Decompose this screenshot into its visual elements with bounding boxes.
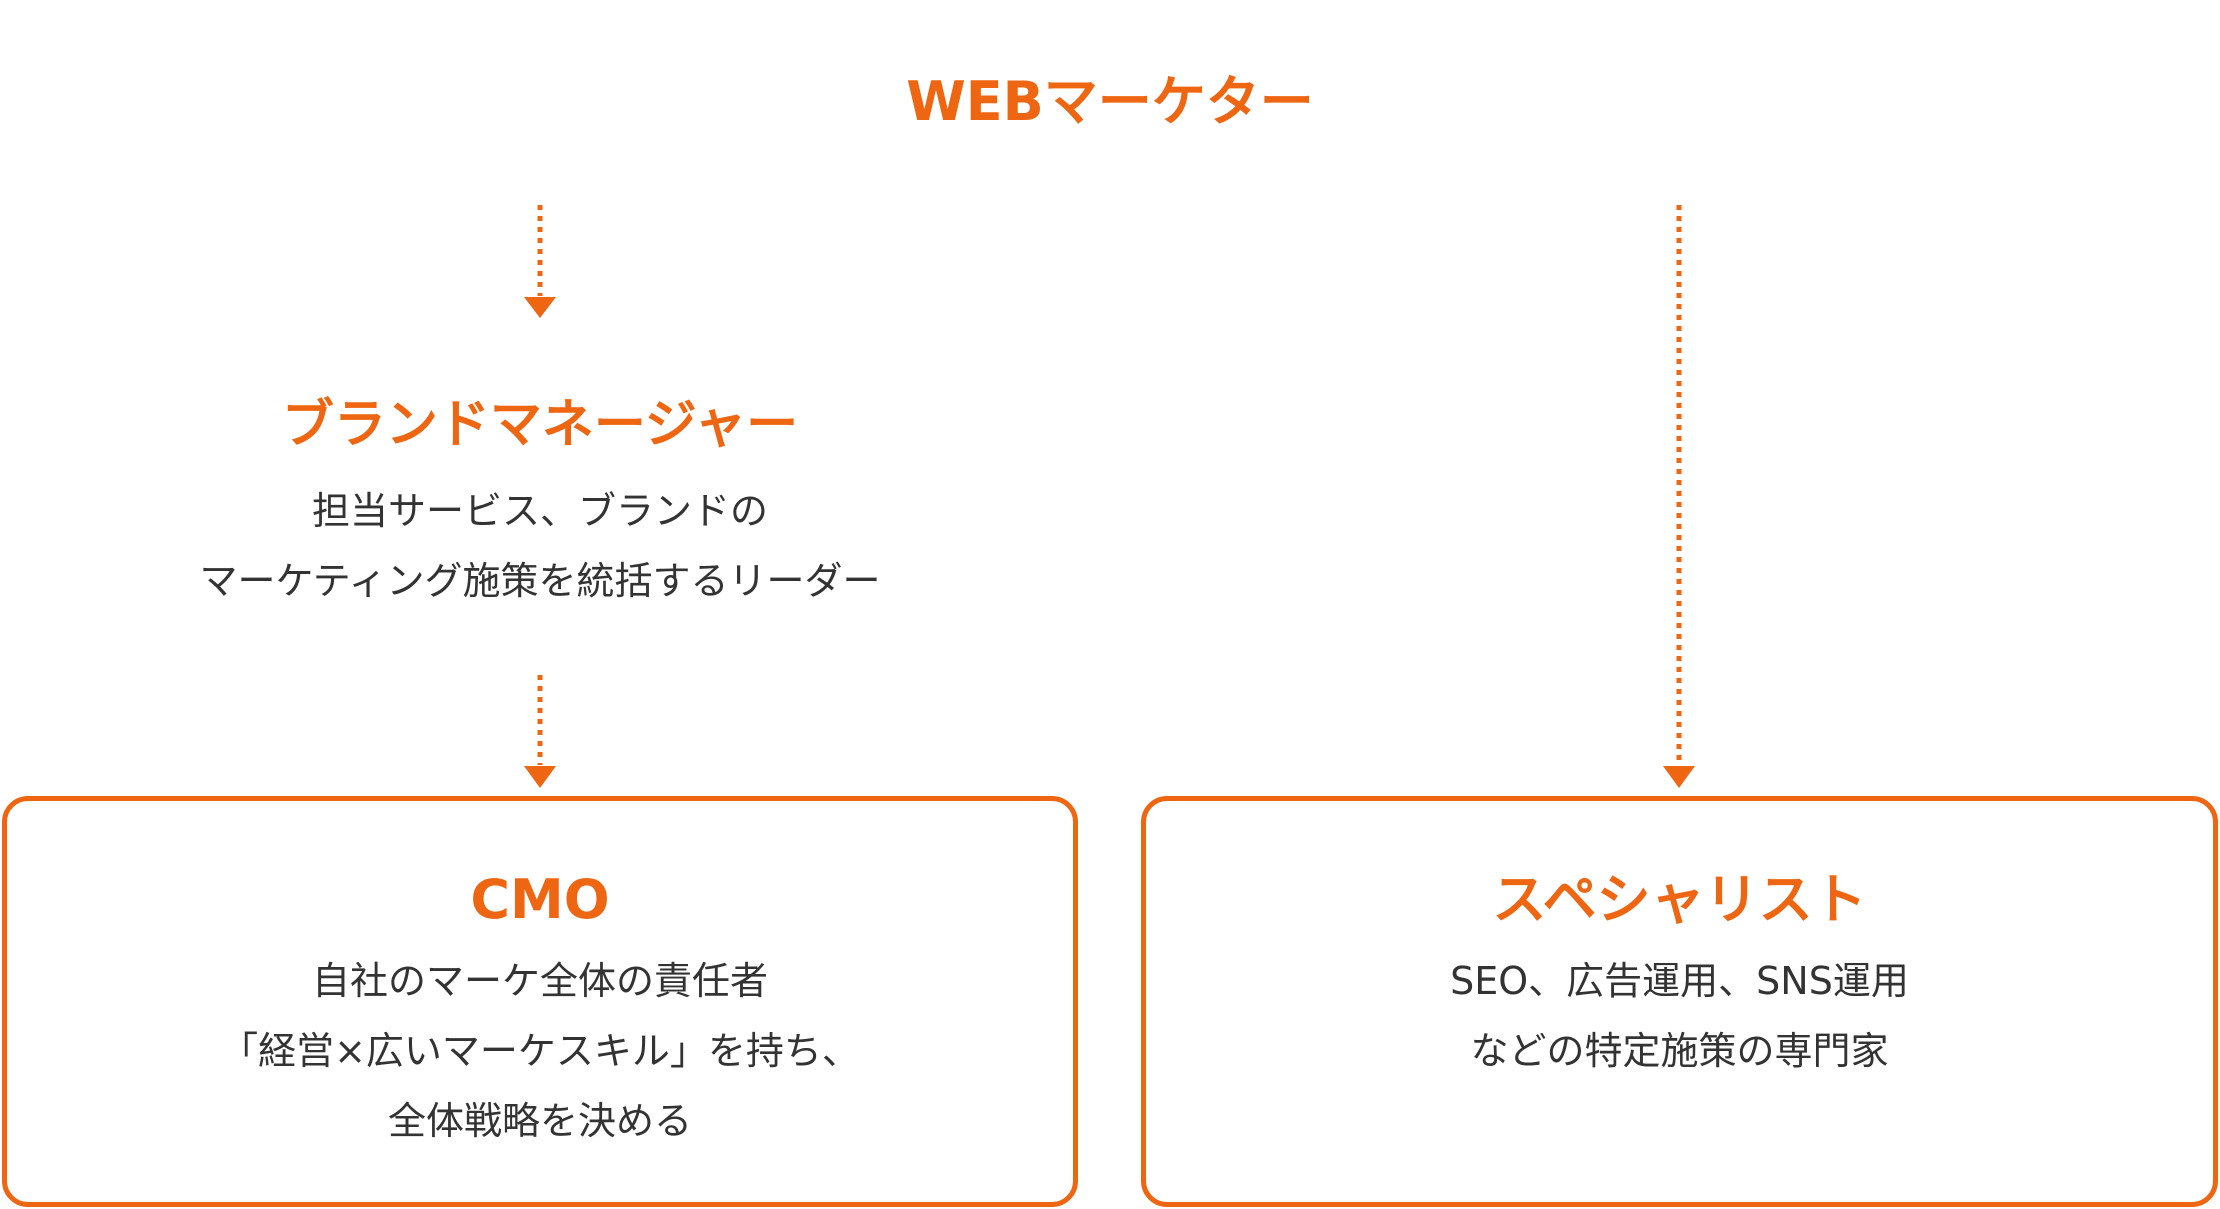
specialist-title: スペシャリスト xyxy=(1492,868,1867,931)
root-title: WEBマーケター xyxy=(906,70,1314,133)
cmo-desc-line2: 「経営×広いマーケスキル」を持ち、 xyxy=(220,1029,860,1073)
specialist-desc: SEO、広告運用、SNS運用 などの特定施策の専門家 xyxy=(1146,946,2213,1086)
brand-manager-desc: 担当サービス、ブランドの マーケティング施策を統括するリーダー xyxy=(80,476,1000,616)
specialist-box: スペシャリスト SEO、広告運用、SNS運用 などの特定施策の専門家 xyxy=(1141,796,2218,1207)
brand-manager-desc-line1: 担当サービス、ブランドの xyxy=(311,489,768,533)
cmo-desc-line1: 自社のマーケ全体の責任者 xyxy=(311,959,768,1003)
brand-manager-desc-line2: マーケティング施策を統括するリーダー xyxy=(199,559,881,603)
arrow-root-to-specialist xyxy=(1663,205,1695,788)
cmo-desc: 自社のマーケ全体の責任者 「経営×広いマーケスキル」を持ち、 全体戦略を決める xyxy=(7,946,1073,1156)
cmo-desc-line3: 全体戦略を決める xyxy=(387,1099,692,1143)
specialist-desc-line2: などの特定施策の専門家 xyxy=(1470,1029,1889,1073)
cmo-title: CMO xyxy=(470,868,610,931)
arrow-brand-manager-to-cmo xyxy=(524,675,556,788)
arrow-root-to-brand-manager xyxy=(524,205,556,318)
brand-manager-title: ブランドマネージャー xyxy=(281,395,799,455)
specialist-desc-line1: SEO、広告運用、SNS運用 xyxy=(1450,959,1909,1003)
cmo-box: CMO 自社のマーケ全体の責任者 「経営×広いマーケスキル」を持ち、 全体戦略を… xyxy=(2,796,1078,1207)
